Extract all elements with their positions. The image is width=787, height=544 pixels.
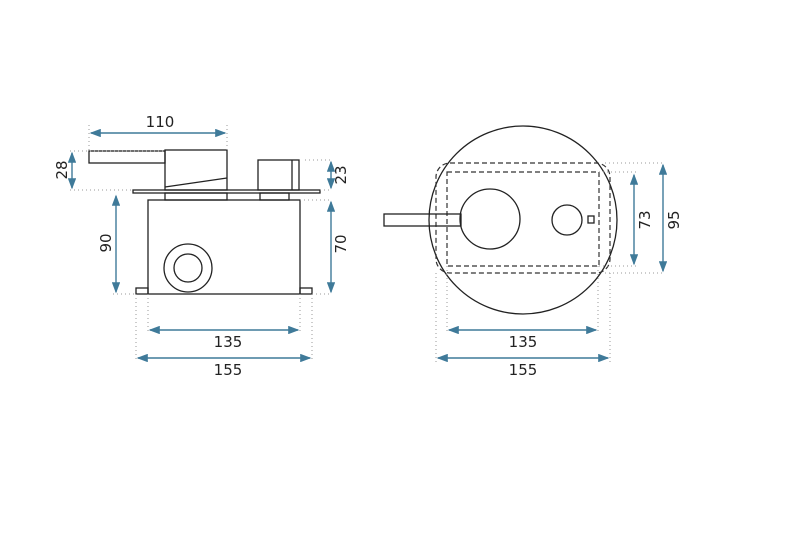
- front-view: 73 95 135 155: [383, 125, 683, 379]
- dim-total-width: 155: [509, 361, 538, 379]
- side-view: 110 28 90 23 70 135 155: [53, 113, 350, 379]
- dim-total-depth: 90: [97, 233, 115, 252]
- dim-knob-height: 23: [332, 165, 350, 184]
- dim-box-depth: 70: [332, 234, 350, 253]
- dim-inner-height: 73: [636, 210, 654, 229]
- dim-lever-height: 28: [53, 160, 71, 179]
- foot-left: [135, 287, 149, 295]
- outlet-port: [163, 243, 213, 293]
- handle-lever: [383, 213, 462, 227]
- dim-outer-height: 95: [665, 210, 683, 229]
- main-knob: [459, 188, 521, 250]
- hidden-box-outline: [446, 171, 600, 267]
- foot-right: [299, 287, 313, 295]
- handle-lever: [88, 150, 166, 164]
- lever-body: [164, 149, 228, 191]
- diverter-knob: [257, 159, 300, 191]
- diverter-knob: [551, 204, 583, 236]
- dim-handle-length: 110: [146, 113, 175, 131]
- mounting-box: [147, 199, 301, 295]
- dim-total-width: 155: [214, 361, 243, 379]
- cover-plate-circle: [428, 125, 618, 315]
- dim-box-width: 135: [509, 333, 538, 351]
- dim-box-width: 135: [214, 333, 243, 351]
